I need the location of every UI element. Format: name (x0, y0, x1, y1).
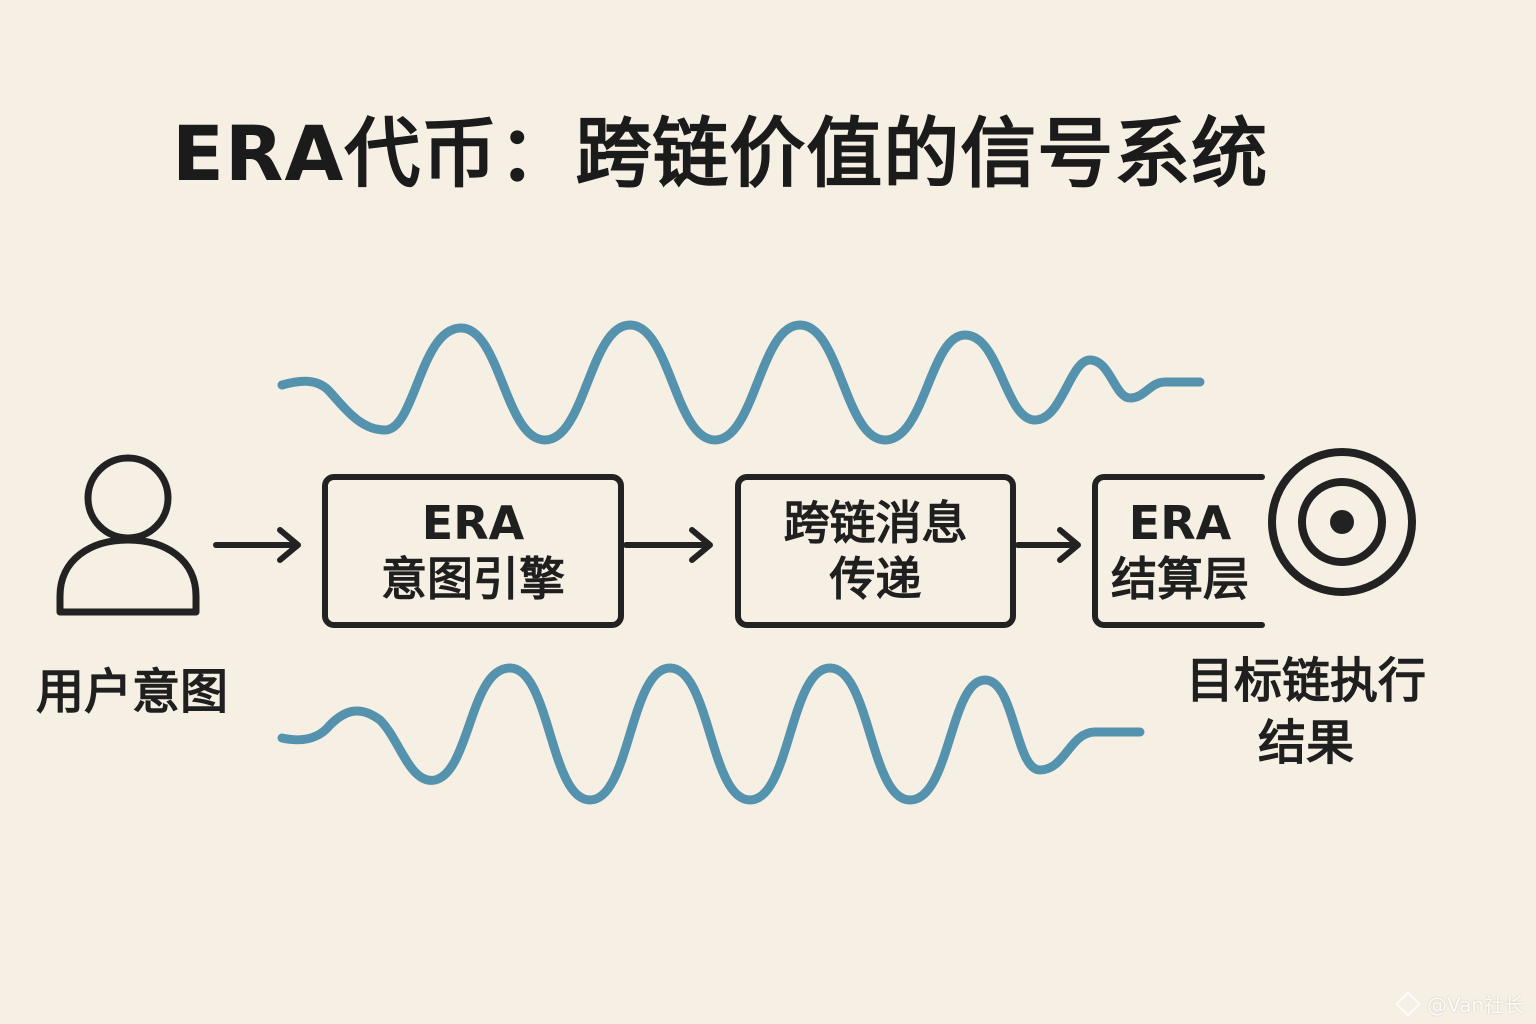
target-result-label: 目标链执行 结果 (1175, 650, 1437, 774)
intent-engine-line2: 意图引擎 (381, 552, 565, 606)
settlement-layer-line2: 结算层 (1111, 552, 1249, 606)
watermark-logo-icon (1395, 990, 1421, 1017)
signal-wave-bottom (277, 663, 1145, 805)
message-passing-box: 跨链消息 传递 (735, 474, 1016, 628)
intent-engine-box: ERA 意图引擎 (322, 474, 624, 628)
watermark-text: @Van社长 (1426, 993, 1524, 1017)
arrow-right-icon (1015, 527, 1081, 563)
message-passing-line2: 传递 (829, 552, 922, 606)
message-passing-line1: 跨链消息 (783, 496, 968, 550)
settlement-layer-line1: ERA (1128, 496, 1232, 550)
target-result-line2: 结果 (1257, 715, 1354, 771)
signal-wave-top (277, 320, 1205, 445)
target-icon (1268, 448, 1416, 596)
arrow-right-icon (623, 527, 713, 563)
user-intent-label: 用户意图 (36, 664, 229, 720)
intent-engine-line1: ERA (421, 496, 525, 550)
target-result-line1: 目标链执行 (1185, 653, 1426, 709)
arrow-right-icon (213, 527, 301, 563)
diagram-title: ERA代币：跨链价值的信号系统 (172, 109, 1269, 198)
settlement-layer-box: ERA 结算层 (1092, 474, 1262, 628)
user-icon (56, 454, 200, 616)
watermark: @Van社长 (1395, 989, 1524, 1018)
